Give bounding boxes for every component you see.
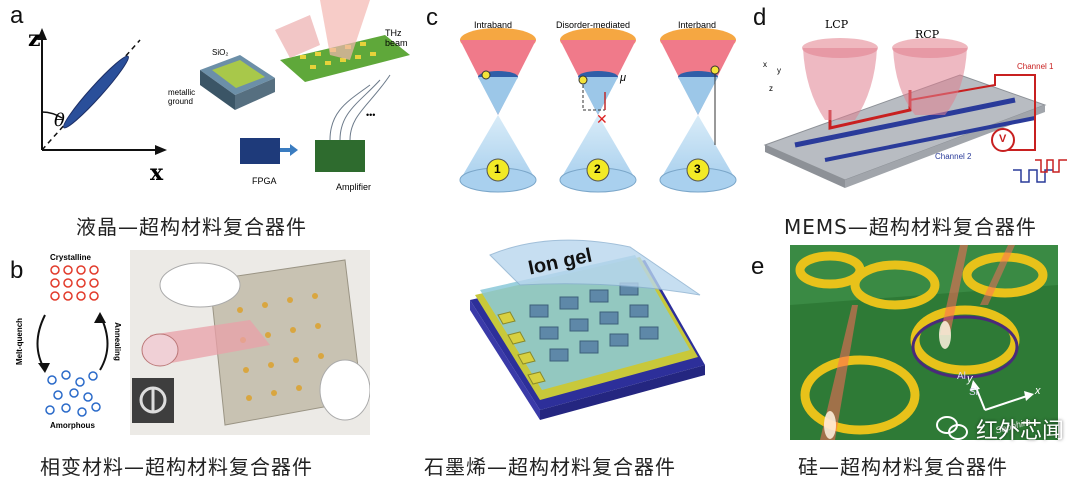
caption-a: 液晶—超构材料复合器件 [76, 211, 307, 240]
thz-beam-label: THz beam [385, 28, 420, 48]
panel-d: d LCP RCP Channel 1 Channel 2 V x y z [745, 0, 1080, 200]
axis-z-label: z [28, 26, 41, 52]
annealing-label: Annealing [113, 322, 122, 361]
melt-quench-label: Melt-quench [15, 318, 24, 365]
mems-device-illustration [745, 0, 1080, 200]
cone-3-title: Interband [678, 20, 716, 30]
si-label: Si [969, 387, 978, 398]
panel-letter-e: e [751, 253, 764, 281]
phase-change-device-illustration [130, 250, 370, 435]
axis-y-label-e: y [967, 373, 973, 385]
dirac-cones-diagram: ✕ [420, 0, 740, 200]
caption-c: 石墨烯—超构材料复合器件 [424, 451, 676, 480]
lcp-label: LCP [825, 18, 848, 31]
cone-2-number: 2 [594, 162, 601, 176]
axis-x-label-d: x [763, 60, 767, 69]
svg-text:✕: ✕ [596, 112, 608, 128]
axis-z-label-d: z [769, 84, 773, 93]
watermark: 红外芯闻 [936, 413, 1064, 445]
sio2-label: SiO₂ [212, 48, 228, 57]
crystalline-label: Crystalline [50, 253, 91, 262]
ellipsis-label: ••• [366, 110, 375, 120]
cone-3-number: 3 [694, 162, 701, 176]
panel-a: a z x θ Si [0, 0, 420, 200]
fpga-label: FPGA [252, 176, 277, 186]
metal-ground-label: metallic ground [168, 88, 208, 106]
caption-b: 相变材料—超构材料复合器件 [40, 451, 313, 480]
channel-1-label: Channel 1 [1017, 62, 1053, 71]
silicon-metasurface-illustration [790, 245, 1058, 440]
amplifier-label: Amplifier [336, 182, 371, 192]
caption-d: MEMS—超构材料复合器件 [784, 211, 1037, 240]
watermark-text: 红外芯闻 [976, 413, 1064, 445]
cone-2-title: Disorder-mediated [556, 20, 630, 30]
axis-x-label: x [150, 160, 163, 186]
mu-label: μ [620, 72, 626, 84]
panel-c: c ✕ [420, 0, 740, 200]
panel-c-ion-gel: Ion gel [460, 235, 720, 435]
axis-y-label-d: y [777, 66, 781, 75]
axis-x-label-e: x [1035, 385, 1041, 397]
cone-1-title: Intraband [474, 20, 512, 30]
amorphous-label: Amorphous [50, 421, 95, 430]
meter-label: V [999, 133, 1006, 145]
theta-label: θ [54, 110, 65, 131]
wechat-icon [936, 416, 970, 442]
panel-b: b Crystalline Amorphous Melt-quench Anne… [0, 245, 380, 445]
rcp-label: RCP [915, 28, 939, 41]
channel-2-label: Channel 2 [935, 152, 971, 161]
caption-e: 硅—超构材料复合器件 [798, 451, 1008, 480]
al-label: Al [957, 371, 966, 382]
cone-1-number: 1 [494, 162, 501, 176]
